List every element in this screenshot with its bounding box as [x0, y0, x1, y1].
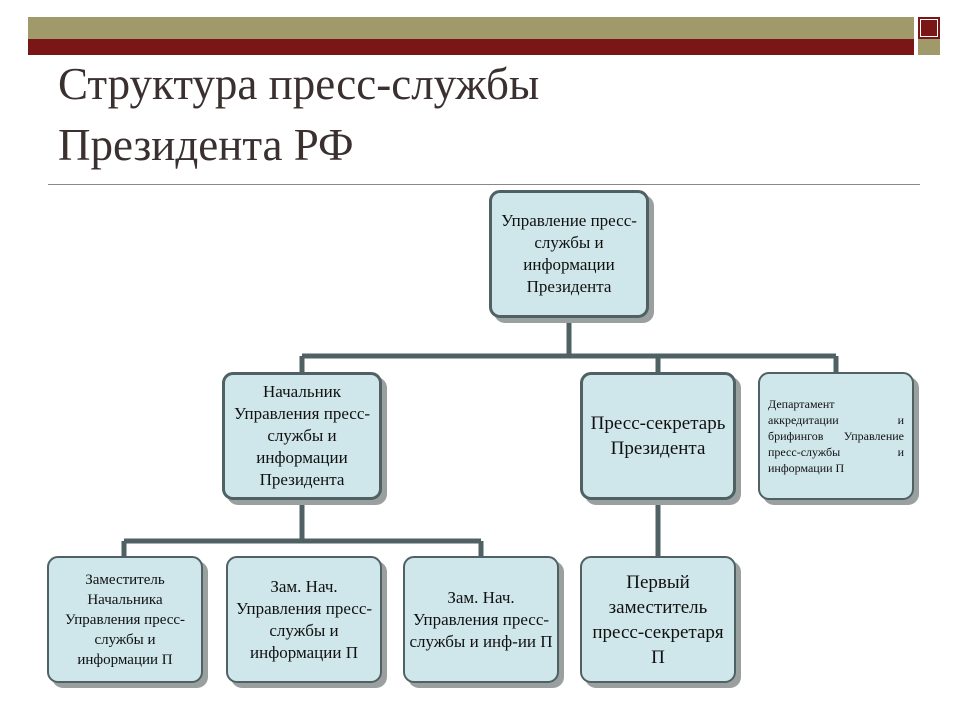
box-first-deputy-press-secretary-text: Первый заместитель пресс-секретаря П	[592, 571, 724, 668]
slide-title-line-1: Структура пресс-службы	[58, 59, 540, 109]
box-deputy-head: Заместитель Начальника Управления пресс-…	[47, 556, 203, 683]
header-band-olive	[28, 17, 914, 39]
box-root-administration-text: Управление пресс-службы и информации Пре…	[501, 211, 637, 296]
box-head-of-administration: Начальник Управления пресс-службы и инфо…	[222, 372, 382, 500]
box-first-deputy-press-secretary: Первый заместитель пресс-секретаря П	[580, 556, 736, 683]
corner-square-olive	[918, 39, 940, 55]
box-head-of-administration-text: Начальник Управления пресс-службы и инфо…	[233, 382, 371, 489]
box-vice-head-2: Зам. Нач. Управления пресс-службы и инф-…	[403, 556, 559, 683]
box-deputy-head-text: Заместитель Начальника Управления пресс-…	[64, 571, 186, 668]
box-press-secretary-text: Пресс-секретарь Президента	[590, 413, 726, 459]
box-vice-head-1: Зам. Нач. Управления пресс-службы и инфо…	[226, 556, 382, 683]
slide-title: Структура пресс-службы Президента РФ	[58, 54, 918, 176]
header-band-maroon	[28, 39, 914, 55]
box-accreditation-department-text: Департамент аккредитации и брифингов Упр…	[768, 397, 904, 475]
corner-square-inner	[920, 19, 938, 37]
box-root-administration: Управление пресс-службы и информации Пре…	[489, 190, 649, 318]
title-divider	[48, 184, 920, 185]
box-vice-head-2-text: Зам. Нач. Управления пресс-службы и инф-…	[409, 587, 553, 651]
box-press-secretary: Пресс-секретарь Президента	[580, 372, 736, 500]
box-accreditation-department: Департамент аккредитации и брифингов Упр…	[758, 372, 914, 500]
slide-title-line-2: Президента РФ	[58, 120, 354, 170]
box-vice-head-1-text: Зам. Нач. Управления пресс-службы и инфо…	[235, 576, 373, 662]
